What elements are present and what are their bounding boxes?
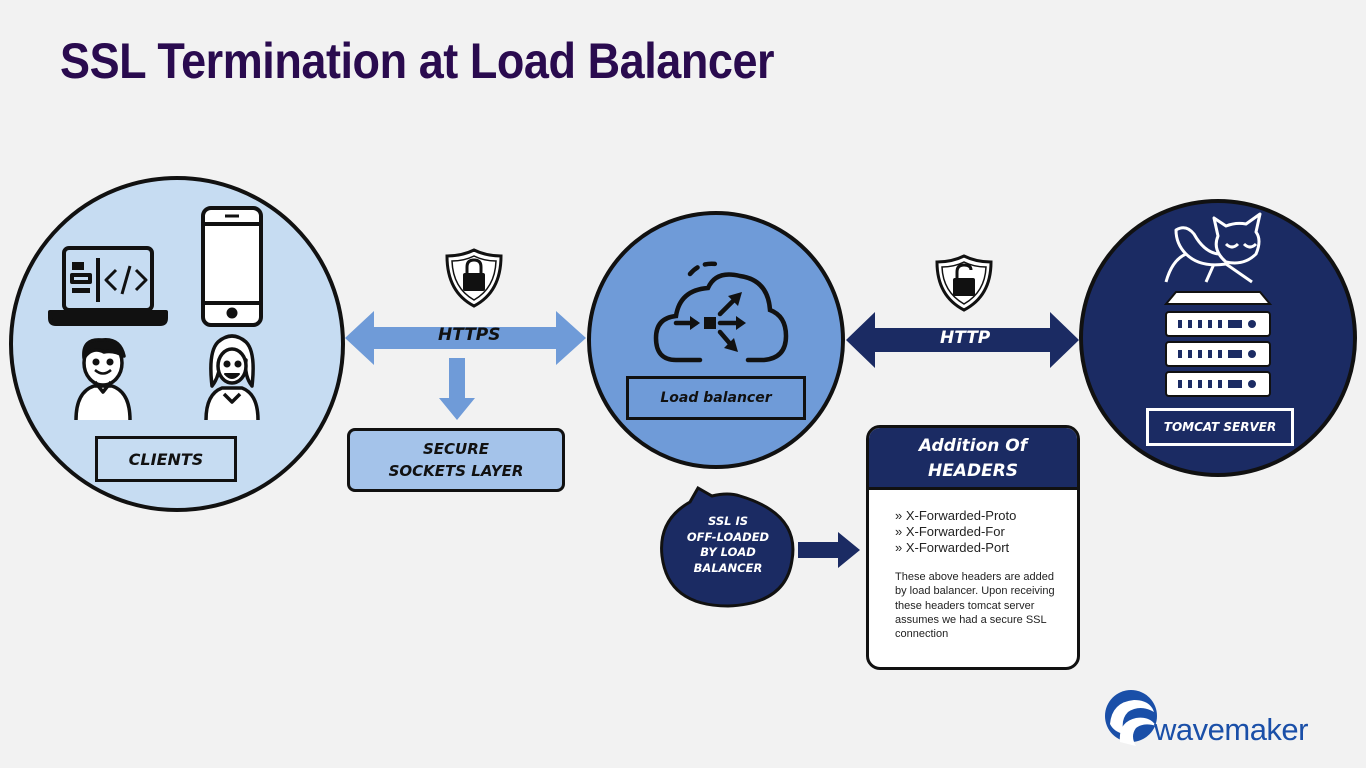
header-item: » X-Forwarded-For bbox=[895, 524, 1005, 539]
bubble-line: SSL IS bbox=[707, 514, 749, 528]
page-title: SSL Termination at Load Balancer bbox=[60, 33, 775, 89]
tomcat-cat-icon bbox=[1164, 212, 1262, 284]
wavemaker-logo-text: wavemaker bbox=[1154, 712, 1309, 747]
load-balancer-label-text: Load balancer bbox=[660, 390, 772, 406]
laptop-code-icon bbox=[48, 246, 168, 326]
headers-card: Addition Of headers » X-Forwarded-Proto … bbox=[866, 425, 1080, 670]
down-arrow bbox=[439, 358, 475, 420]
female-user-icon bbox=[204, 334, 260, 421]
locked-shield-icon bbox=[445, 248, 503, 308]
speech-bubble bbox=[660, 485, 795, 608]
headers-note: These above headers are added by load ba… bbox=[895, 571, 1055, 641]
header-item: » X-Forwarded-Port bbox=[895, 540, 1010, 555]
headers-title-line: headers bbox=[927, 461, 1019, 481]
bubble-line: BY LOAD bbox=[700, 545, 756, 559]
male-user-icon bbox=[74, 338, 132, 421]
cloud-routing-icon bbox=[653, 261, 789, 363]
http-label: HTTP bbox=[940, 328, 991, 348]
clients-label-text: CLIENTS bbox=[128, 449, 204, 469]
tomcat-label: tomcat server bbox=[1146, 408, 1294, 446]
headers-card-title: Addition Of headers bbox=[869, 428, 1077, 490]
ssl-line-1: SECURE bbox=[422, 440, 490, 458]
bubble-text: SSL IS OFF-LOADED BY LOAD BALANCER bbox=[666, 514, 790, 576]
unlocked-shield-icon bbox=[935, 254, 993, 312]
ssl-line-2: SOCKETS LAYER bbox=[388, 462, 524, 480]
load-balancer-circle bbox=[587, 211, 845, 469]
bubble-line: OFF-LOADED bbox=[686, 529, 770, 544]
https-label: HTTPS bbox=[438, 325, 501, 345]
right-arrow bbox=[798, 532, 860, 568]
smartphone-icon bbox=[201, 206, 263, 327]
server-rack-icon bbox=[1163, 291, 1273, 397]
bubble-line: BALANCER bbox=[693, 560, 763, 575]
tomcat-label-text: tomcat server bbox=[1163, 420, 1277, 434]
header-item: » X-Forwarded-Proto bbox=[895, 508, 1017, 523]
clients-label: CLIENTS bbox=[95, 436, 237, 482]
headers-title-line: Addition Of bbox=[918, 436, 1028, 456]
http-arrow bbox=[846, 312, 1079, 368]
https-arrow bbox=[345, 311, 586, 365]
wavemaker-logo-icon bbox=[1105, 690, 1157, 746]
headers-list: » X-Forwarded-Proto » X-Forwarded-For » … bbox=[895, 508, 1077, 556]
tomcat-circle bbox=[1079, 199, 1357, 477]
load-balancer-label: Load balancer bbox=[626, 376, 806, 420]
ssl-box: SECURE SOCKETS LAYER bbox=[347, 428, 565, 492]
